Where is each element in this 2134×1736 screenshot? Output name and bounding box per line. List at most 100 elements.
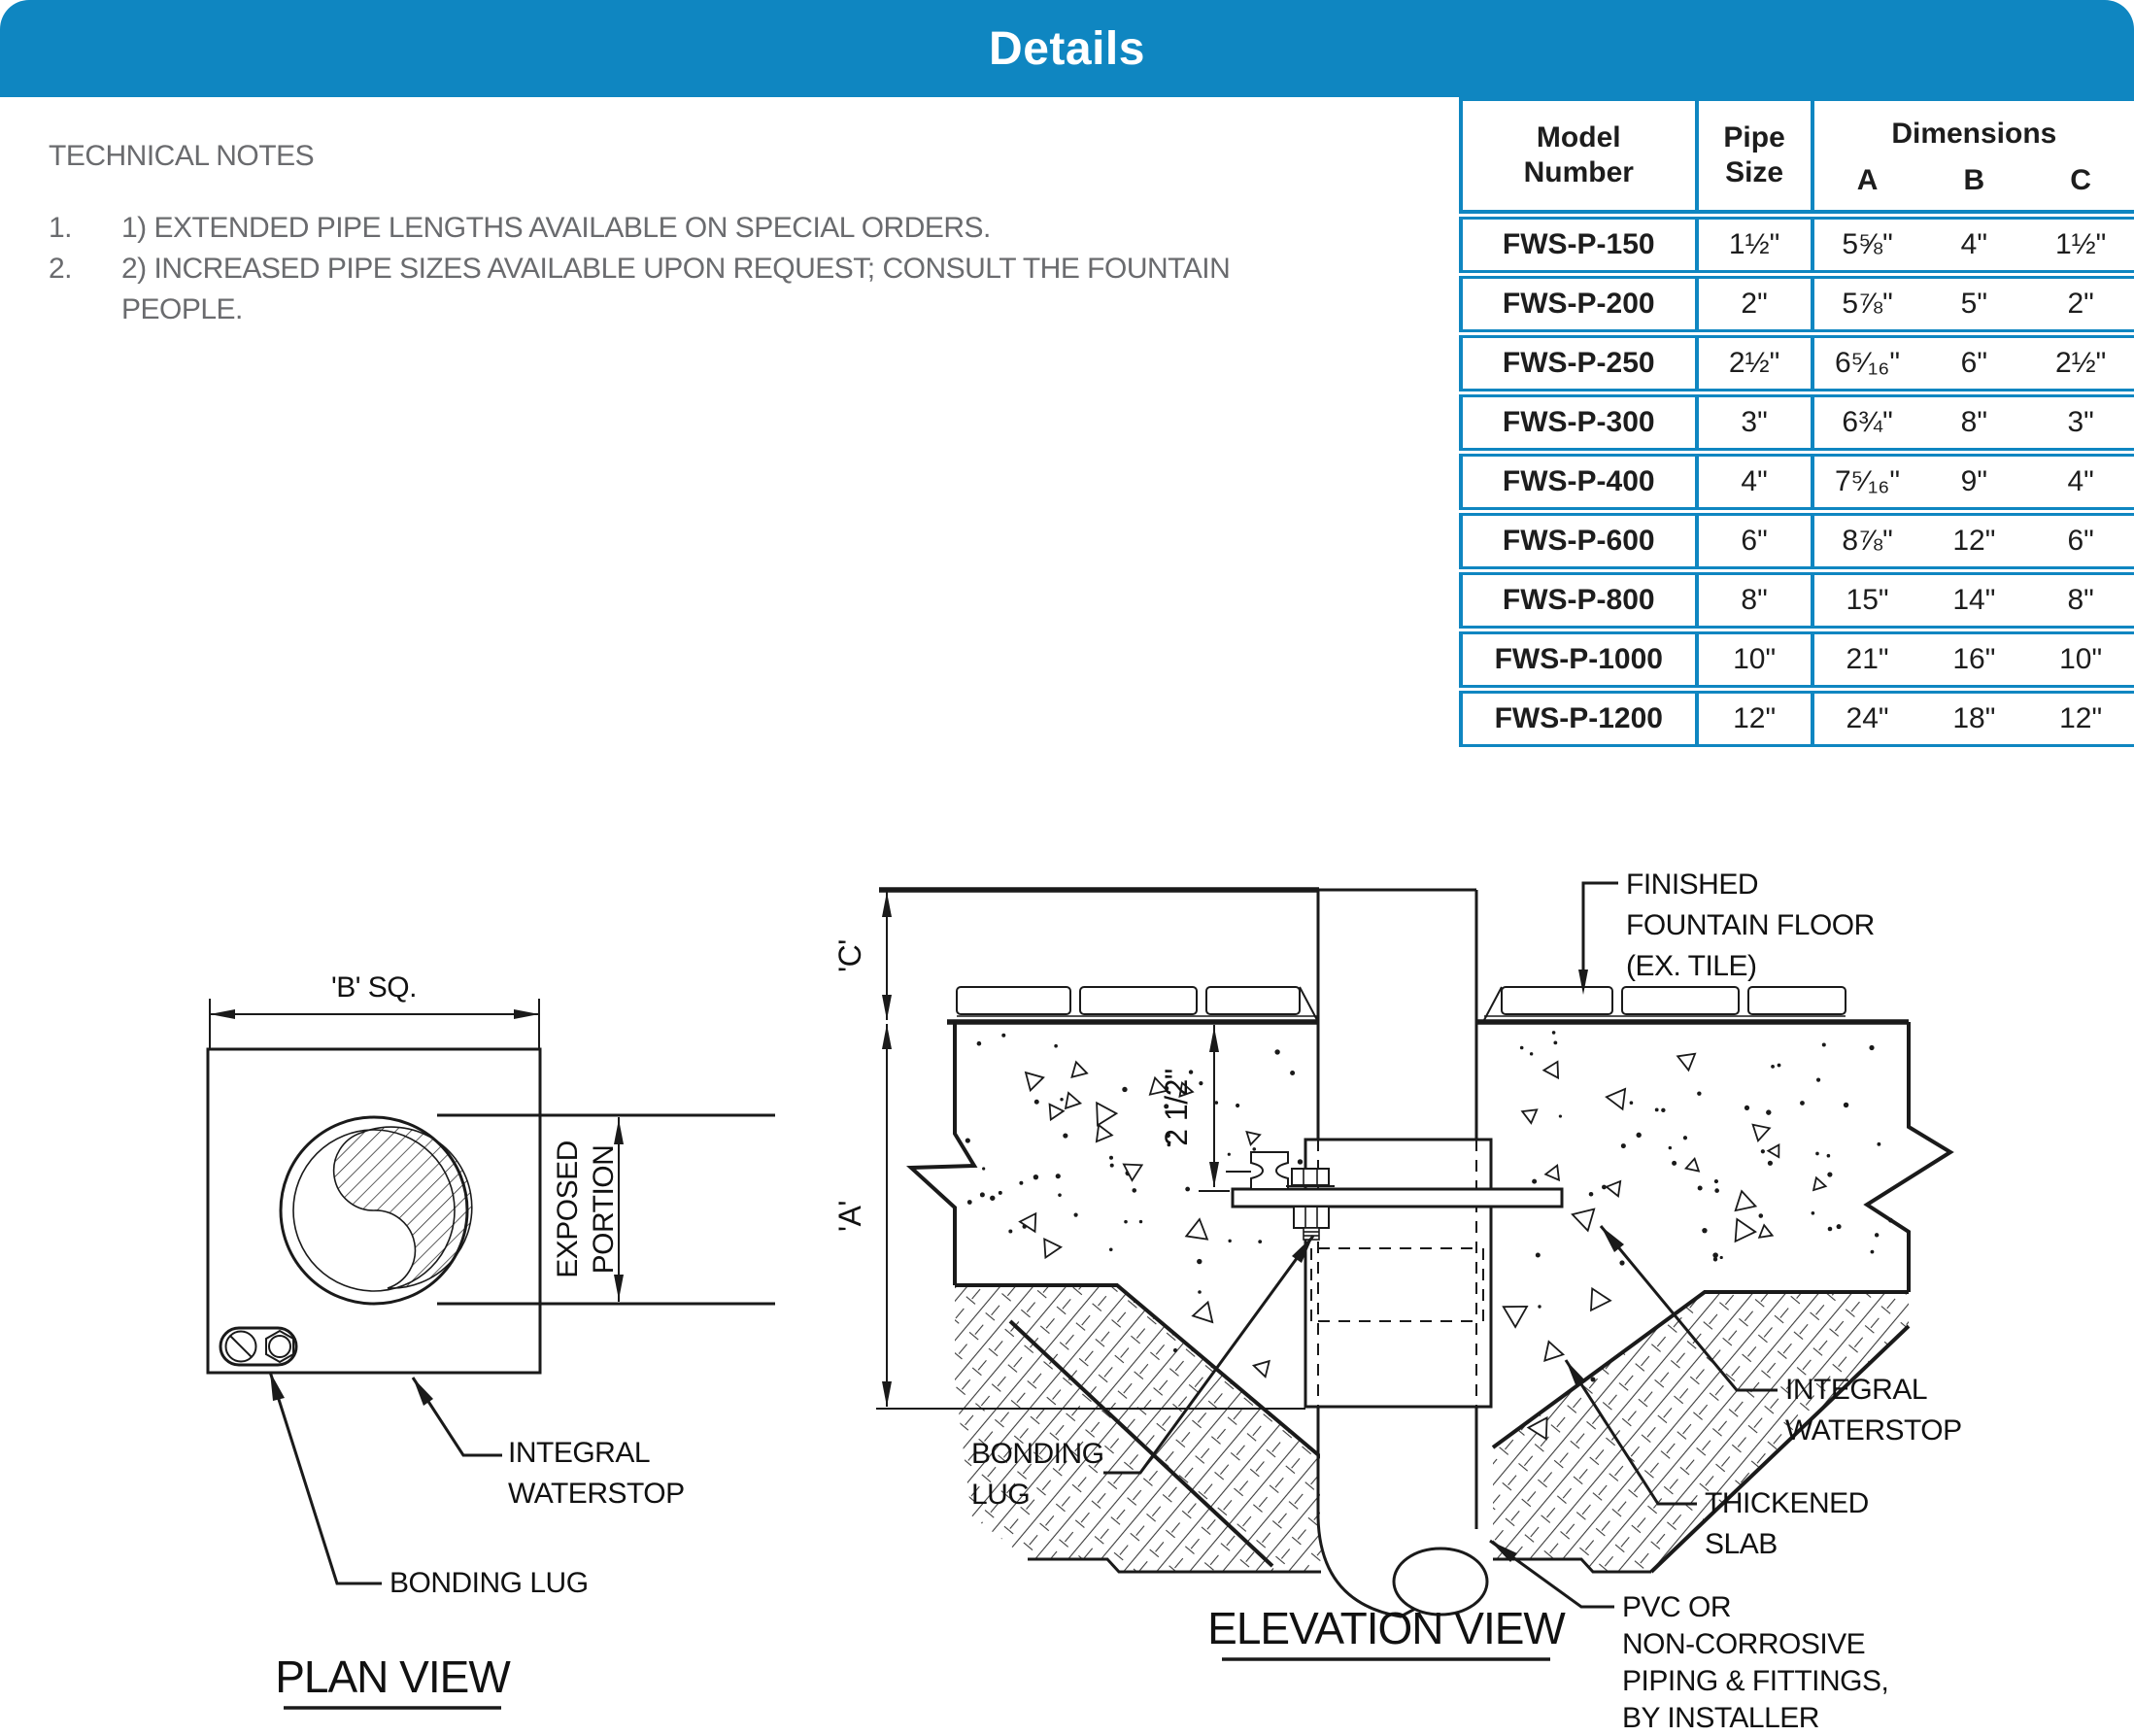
concrete-dot — [1843, 1102, 1849, 1108]
cell-model-number: FWS-P-600 — [1459, 513, 1699, 569]
note-item: 1.1) EXTENDED PIPE LENGTHS AVAILABLE ON … — [49, 208, 1311, 249]
concrete-aggregate-triangle — [1048, 1103, 1066, 1122]
concrete-aggregate-triangle — [1064, 1091, 1083, 1110]
concrete-aggregate-triangle — [1070, 1060, 1089, 1078]
cell-dim-b: 5" — [1960, 288, 1988, 320]
spec-table: Model Number Pipe Size Dimensions A B — [1459, 93, 2134, 750]
concrete-dot — [1870, 1249, 1875, 1254]
concrete-dot — [1033, 1174, 1039, 1180]
concrete-dot — [1815, 1077, 1821, 1082]
concrete-dot — [1682, 1136, 1688, 1140]
concrete-dot — [1590, 1377, 1596, 1382]
concrete-aggregate-triangle — [1122, 1163, 1144, 1182]
svg-text:ELEVATION VIEW: ELEVATION VIEW — [1207, 1603, 1566, 1653]
concrete-dot — [1165, 1133, 1170, 1139]
cell-pipe-size: 6" — [1698, 513, 1814, 569]
concrete-dot — [1811, 1210, 1815, 1215]
cell-model-number: FWS-P-400 — [1459, 454, 1699, 510]
concrete-dot — [1874, 1233, 1880, 1238]
svg-text:PVC OR: PVC OR — [1622, 1591, 1731, 1623]
col-header-dimensions: Dimensions A B C — [1813, 96, 2134, 214]
cell-model-number: FWS-P-300 — [1459, 394, 1699, 451]
concrete-aggregate-triangle — [1018, 1211, 1037, 1234]
svg-text:PLAN VIEW: PLAN VIEW — [275, 1651, 511, 1702]
plan-dim-exposed-portion: EXPOSED PORTION — [437, 1113, 775, 1306]
concrete-dot — [1167, 1142, 1171, 1147]
dim-embed-label: 2 1/2" — [1159, 1069, 1194, 1146]
pvc-piping-callout: PVC OR NON-CORROSIVE PIPING & FITTINGS, … — [1489, 1539, 1889, 1734]
sleeve-and-pipe — [1226, 888, 1564, 1618]
concrete-dot — [1766, 1109, 1772, 1115]
concrete-break-edges — [906, 1022, 1954, 1292]
concrete-dot — [1697, 1091, 1702, 1096]
concrete-dot — [1760, 1149, 1765, 1154]
concrete-dot — [1519, 1045, 1524, 1050]
cell-dimensions: 24"18"12" — [1813, 691, 2134, 747]
concrete-dot — [1826, 1153, 1831, 1158]
concrete-dot — [1188, 1070, 1194, 1074]
concrete-dot — [1668, 1145, 1673, 1150]
concrete-dot — [1719, 1255, 1723, 1260]
thickened-slab-callout: THICKENED SLAB — [1564, 1359, 1869, 1560]
concrete-dot — [1697, 1185, 1703, 1191]
concrete-dot — [976, 1040, 982, 1046]
cell-dimensions: 15"14"8" — [1813, 572, 2134, 629]
col-header-model: Model Number — [1459, 96, 1699, 214]
concrete-dot — [1252, 1147, 1257, 1151]
cell-dim-c: 8" — [2067, 584, 2094, 616]
cell-dim-b: 6" — [1960, 347, 1988, 379]
plan-exposed-label-2: PORTION — [588, 1145, 620, 1275]
plan-exposed-label-1: EXPOSED — [552, 1140, 584, 1278]
concrete-dot — [1777, 1063, 1781, 1068]
concrete-aggregate-triangle — [1605, 1179, 1622, 1198]
concrete-dot — [1714, 1188, 1719, 1193]
concrete-aggregate-triangle — [1191, 1300, 1214, 1324]
concrete-dot — [1529, 1052, 1534, 1056]
concrete-dot — [1758, 1213, 1764, 1218]
concrete-dot — [1712, 1252, 1718, 1258]
concrete-dot — [1019, 1180, 1024, 1185]
cell-dimensions: 6⁵⁄₁₆"6"2½" — [1813, 335, 2134, 391]
cell-dimensions: 8⅞"12"6" — [1813, 513, 2134, 569]
concrete-dot — [1109, 1155, 1114, 1160]
cell-dimensions: 6¾"8"3" — [1813, 394, 2134, 451]
concrete-dot — [1138, 1219, 1143, 1224]
concrete-dot — [1001, 1033, 1006, 1038]
concrete-dot — [1821, 1042, 1826, 1047]
note-item: 2.2) INCREASED PIPE SIZES AVAILABLE UPON… — [49, 249, 1311, 330]
concrete-dot — [998, 1190, 1002, 1195]
cell-dimensions: 21"16"10" — [1813, 631, 2134, 688]
concrete-dot — [1827, 1172, 1833, 1177]
cell-dimensions: 5⅝"4"1½" — [1813, 217, 2134, 273]
concrete-dot — [1888, 1217, 1893, 1223]
col-header-a: A — [1856, 164, 1879, 196]
cell-dim-a: 6⁵⁄₁₆" — [1835, 347, 1901, 379]
cell-pipe-size: 2½" — [1698, 335, 1814, 391]
technical-notes: TECHNICAL NOTES 1.1) EXTENDED PIPE LENGT… — [49, 140, 1311, 330]
cell-dim-a: 8⅞" — [1842, 525, 1893, 557]
cell-dim-a: 15" — [1846, 584, 1889, 616]
concrete-dot — [1199, 1081, 1203, 1086]
concrete-dot — [1054, 1043, 1058, 1048]
svg-text:BONDING: BONDING — [971, 1438, 1104, 1470]
spec-table-wrap: Model Number Pipe Size Dimensions A B — [1459, 93, 2134, 750]
concrete-aggregate-triangle — [1734, 1217, 1757, 1243]
page-title: Details — [989, 22, 1145, 75]
concrete-dot — [1033, 1099, 1039, 1105]
svg-text:WATERSTOP: WATERSTOP — [1785, 1414, 1962, 1447]
cell-dim-a: 21" — [1846, 643, 1889, 675]
concrete-dot — [1661, 1107, 1666, 1113]
concrete-dot — [1290, 1070, 1296, 1075]
dim-a-label: 'A' — [832, 1201, 867, 1232]
finished-floor-tiles — [947, 986, 1909, 1025]
concrete-dot — [1815, 1151, 1819, 1156]
concrete-dot — [1588, 1191, 1594, 1197]
concrete-dot — [1767, 1160, 1774, 1166]
cell-dim-b: 16" — [1952, 643, 1996, 675]
concrete-dot — [979, 1192, 985, 1198]
svg-text:THICKENED: THICKENED — [1705, 1487, 1869, 1519]
concrete-dot — [1629, 1101, 1634, 1106]
